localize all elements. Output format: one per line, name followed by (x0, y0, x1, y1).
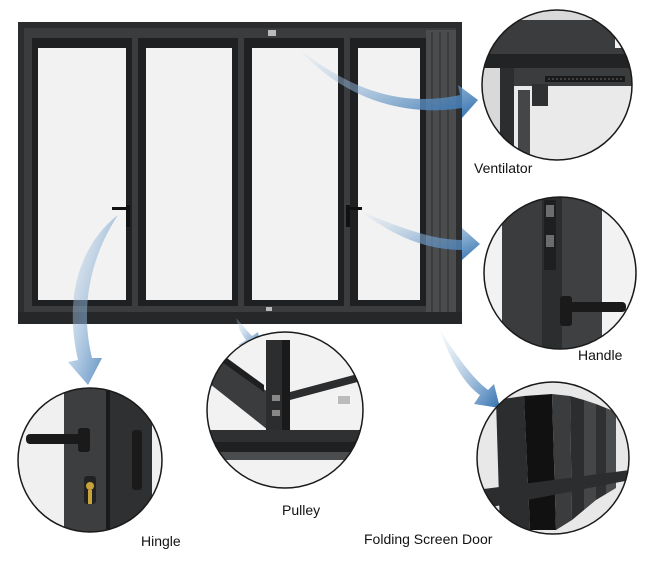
ventilator-detail (481, 9, 633, 161)
folding-screen-door-detail (476, 381, 630, 535)
ventilator-label: Ventilator (474, 160, 533, 176)
folding-screen-door-label: Folding Screen Door (364, 531, 493, 547)
window-handle-left (112, 205, 130, 227)
pulley-label: Pulley (282, 502, 321, 518)
arrow-to-handle (362, 212, 480, 260)
arrow-to-ventilator (300, 50, 478, 118)
window-handle-right (346, 205, 362, 227)
arrow-to-hinge (68, 215, 118, 385)
folding-window (18, 22, 462, 324)
hingle-label: Hingle (141, 533, 181, 549)
handle-label: Handle (578, 347, 623, 363)
handle-detail (483, 196, 637, 350)
arrow-to-folding-screen (440, 330, 500, 408)
pulley-detail (206, 331, 364, 489)
hinge-detail (17, 387, 163, 533)
